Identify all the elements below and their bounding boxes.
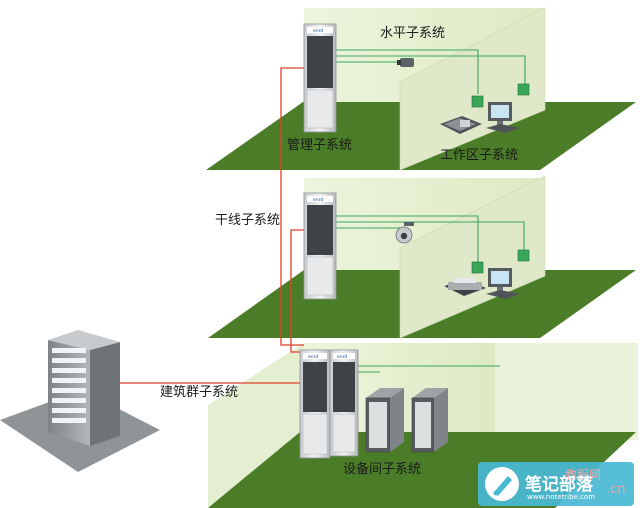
watermark-badge [478,462,634,506]
printer-middle [444,278,486,296]
label-equipment-subsystem: 设备间子系统 [343,462,422,477]
label-horizontal-subsystem: 水平子系统 [380,26,446,41]
backbone-cables [120,67,305,384]
backbone-cable-1 [280,67,304,346]
label-backbone-subsystem: 干线子系统 [215,213,281,228]
watermark-cn: .cn [606,482,626,497]
rack-brand-plates: enrd enrd enrd enrd [308,28,347,360]
middle-floor [208,175,636,339]
wall-outlets [471,83,530,274]
building-roof [48,330,120,350]
label-admin-subsystem: 管理子系统 [287,138,353,153]
rack-bottom-2 [329,349,359,457]
outlet-middle-1 [471,261,484,274]
rack-brand-top: enrd [313,28,323,34]
computer-top [486,102,520,133]
watermark-site: 教程网 [565,468,602,482]
server-cabinet-2 [411,388,448,453]
building-windows [52,348,86,423]
watermark-url: www.notetribe.com [527,493,596,501]
rack-top [303,23,337,133]
rack-brand-middle: enrd [313,197,323,203]
camera-top [397,58,414,67]
rack-brand-bottom-2: enrd [337,354,347,360]
outlet-top-2 [517,83,530,96]
outlet-top-1 [471,95,484,108]
rack-bottom-1 [299,349,331,459]
bottom-floor-right-wall [495,343,638,440]
middle-floor-partition [399,175,546,339]
building-side [90,342,120,446]
horizontal-cables [334,49,526,373]
dome-camera-middle [395,222,414,244]
rack-middle [303,192,337,300]
computer-middle [486,268,520,299]
backbone-cable-2 [290,229,304,353]
rack-brand-bottom-1: enrd [308,354,318,360]
label-workarea-subsystem: 工作区子系统 [440,148,519,163]
watermark-brand: 笔记部落 [525,475,593,495]
outlet-middle-2 [517,249,530,262]
label-campus-subsystem: 建筑群子系统 [160,385,239,400]
telephone-top [440,116,482,134]
server-cabinet-1 [365,388,404,453]
top-floor-partition [399,7,546,171]
